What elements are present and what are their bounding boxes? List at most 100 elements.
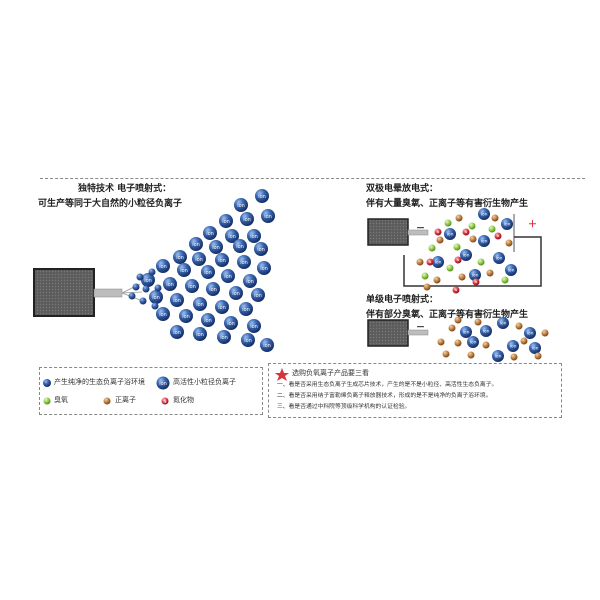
ion-particle-text: ion <box>196 332 204 338</box>
ion-particle-text: ion <box>246 279 254 285</box>
ion-particle <box>219 214 233 228</box>
ion-particle <box>478 208 490 220</box>
ion-particle <box>201 313 215 327</box>
ion-particle-text: ion <box>196 302 204 308</box>
ion-particle <box>460 249 472 261</box>
ion-particle <box>529 342 541 354</box>
ion-particle-text: ion <box>180 268 188 274</box>
ion-particle-text: ion <box>195 257 203 263</box>
ion-particle <box>237 255 251 269</box>
ozone-particle <box>446 264 454 272</box>
positive-ion-particle <box>520 337 528 345</box>
nitride-particle-text: N <box>465 230 467 234</box>
ion-particle <box>215 253 229 267</box>
positive-ion-particle <box>423 283 431 291</box>
ion-particle <box>505 264 517 276</box>
ion-particle-text: ion <box>159 312 167 318</box>
ion-particle-text: ion <box>470 340 477 346</box>
ion-particle <box>225 229 239 243</box>
positive-ion-particle <box>436 236 444 244</box>
top-divider <box>40 178 585 179</box>
ion-particle <box>215 300 229 314</box>
legend-label-ozone: 臭氧 <box>54 396 68 404</box>
nitride-particle-text: N <box>475 280 477 284</box>
ion-particle <box>255 189 269 203</box>
ion-particle <box>141 273 155 287</box>
positive-ion-particle <box>458 273 466 281</box>
nitride-particle <box>472 278 480 286</box>
ion-particle <box>493 252 505 264</box>
nitride-particle-text: N <box>497 234 499 238</box>
small-ion-particle <box>148 268 156 276</box>
ion-particle-text: ion <box>504 222 511 228</box>
nitride-particle-text: N <box>429 260 431 264</box>
nitride-particle <box>452 286 460 294</box>
plus-sign-bipolar: ＋ <box>528 220 538 230</box>
positive-ion-particle <box>433 276 441 284</box>
ion-particle <box>156 307 170 321</box>
ion-particle <box>163 277 177 291</box>
tips-line-3: 三、看是否通过中科院等顶级科学机构的认证检验。 <box>277 404 411 410</box>
positive-ion-particle <box>510 353 518 361</box>
nitride-particle <box>494 232 502 240</box>
ion-particle <box>189 237 203 251</box>
ion-particle-text: ion <box>447 232 454 238</box>
nitride-particle-text: N <box>437 230 439 234</box>
ion-particle-text: ion <box>176 255 184 261</box>
small-ion-particle <box>154 284 162 292</box>
small-ion-particle <box>128 292 136 300</box>
unipolar-subtitle: 伴有部分臭氧、正离子等有害衍生物产生 <box>366 310 529 320</box>
tips-box <box>268 363 562 418</box>
ion-particle <box>260 338 274 352</box>
positive-ion-particle <box>442 350 450 358</box>
ozone-particle <box>468 222 476 230</box>
ion-particle-text: ion <box>463 330 470 336</box>
ion-particle-text: ion <box>508 268 515 274</box>
ion-particle-text: ion <box>254 293 262 299</box>
ion-particle <box>209 240 223 254</box>
ion-particle <box>221 269 235 283</box>
positive-ion-particle <box>505 239 513 247</box>
ion-particle-text: ion <box>472 273 479 279</box>
ion-particle-text: ion <box>218 258 226 264</box>
ion-particle <box>243 274 257 288</box>
ion-particle <box>185 279 199 293</box>
ion-particle-text: ion <box>218 305 226 311</box>
minus-sign-bipolar: － <box>416 224 426 234</box>
ion-particle <box>170 293 184 307</box>
ion-particle-text: ion <box>206 231 214 237</box>
ion-particle <box>224 316 238 330</box>
small-ion-particle <box>139 297 147 305</box>
ion-particle <box>501 218 513 230</box>
positive-ion-particle <box>491 214 499 222</box>
ion-particle-text: ion <box>263 343 271 349</box>
ion-particle <box>240 212 254 226</box>
positive-ion-particle <box>437 338 445 346</box>
ion-particle-text: ion <box>237 203 245 209</box>
ion-particle <box>247 319 261 333</box>
unipolar-title: 单级电子喷射式： <box>366 295 439 305</box>
ion-particle <box>201 265 215 279</box>
positive-ion-particle <box>486 269 494 277</box>
ion-particle-text: ion <box>227 321 235 327</box>
ion-particle <box>507 340 519 352</box>
positive-ion-particle <box>534 352 542 360</box>
ion-particle-text: ion <box>220 335 228 341</box>
ion-particle <box>192 252 206 266</box>
positive-ion-particle <box>455 214 463 222</box>
ion-particle <box>149 290 163 304</box>
ion-particle <box>241 333 255 347</box>
ion-particle-text: ion <box>173 330 181 336</box>
ion-particle <box>251 288 265 302</box>
ion-particle <box>233 239 247 253</box>
ion-particle <box>156 259 170 273</box>
ozone-particle <box>444 219 452 227</box>
ion-particle <box>524 327 536 339</box>
bipolar-title: 双极电晕放电式： <box>366 184 439 194</box>
ion-particle-text: ion <box>264 214 272 220</box>
ion-particle-text: ion <box>500 321 507 327</box>
ion-particle-text: ion <box>152 295 160 301</box>
minus-sign-unipolar: － <box>416 323 426 333</box>
